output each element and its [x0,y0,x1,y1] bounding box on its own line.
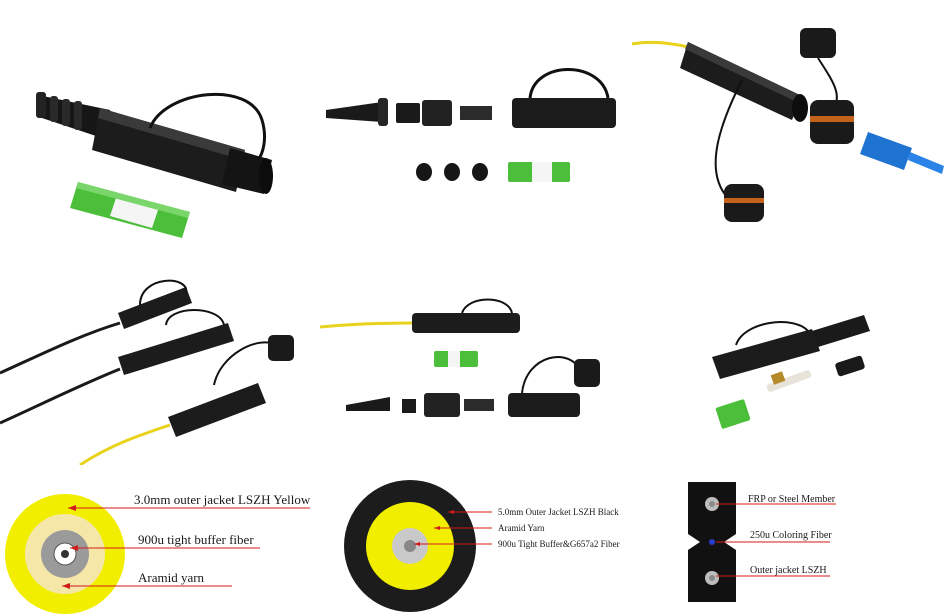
black-cable-2 [0,367,121,425]
sc-blue-connector [860,132,944,174]
fiber-core [404,540,416,552]
label-aramid-yarn: Aramid yarn [138,570,205,585]
clip-part [460,106,492,120]
connector-2 [118,309,234,375]
bulkhead-adapter [810,100,854,144]
product-photo-5 [312,265,630,465]
nut-part [396,100,452,126]
connector-body [680,42,808,122]
cable-boot [36,92,110,140]
connector-body [92,108,273,194]
seal-rings [416,163,488,181]
cable-boot [812,315,870,347]
sc-green-housing [715,399,751,429]
product-photo-6 [632,265,944,465]
sc-fast-connector-small [508,162,570,182]
ferrule-assembly [766,370,812,392]
fiber-core [61,550,69,558]
yellow-cable [79,423,171,465]
housing-part [508,356,600,417]
cable-cross-section-diagram-2: 5.0mm Outer Jacket LSZH Black Aramid Yar… [330,472,640,616]
connector-1 [118,279,192,329]
sc-fast-connector [70,182,190,238]
product-photo-2 [312,0,630,255]
housing-part [512,68,616,128]
dust-cap-top [800,28,838,111]
product-photo-3 [632,0,944,255]
label-outer-jacket: 5.0mm Outer Jacket LSZH Black [498,507,619,517]
boot-part [346,393,494,417]
assembled-connector [412,298,520,333]
coloring-fiber [709,539,715,545]
end-cap [835,355,865,377]
yellow-cable [632,40,693,50]
boot-part [326,98,388,126]
cable-cross-section-diagram-3: FRP or Steel Member 250u Coloring Fiber … [680,472,944,616]
label-coloring-fiber: 250u Coloring Fiber [750,530,832,541]
label-tight-buffer: 900u tight buffer fiber [138,532,254,547]
tether-loop [714,79,743,199]
product-photo-4 [0,265,310,465]
black-cable-1 [0,321,121,375]
label-outer-jacket: Outer jacket LSZH [750,565,827,576]
label-outer-jacket: 3.0mm outer jacket LSZH Yellow [134,492,311,507]
connector-body [712,321,820,379]
label-tight-buffer: 900u Tight Buffer&G657a2 Fiber [498,539,620,549]
label-aramid-yarn: Aramid Yarn [498,523,545,533]
label-frp-member: FRP or Steel Member [748,494,836,505]
product-photo-1 [0,0,310,255]
sc-fast-connector [434,351,478,367]
connector-3 [168,335,294,437]
cable-cross-section-diagram-1: 3.0mm outer jacket LSZH Yellow 900u tigh… [0,472,320,616]
yellow-cable [319,321,417,329]
dust-cap-bottom [724,184,764,222]
dust-cap-tether [148,92,266,161]
